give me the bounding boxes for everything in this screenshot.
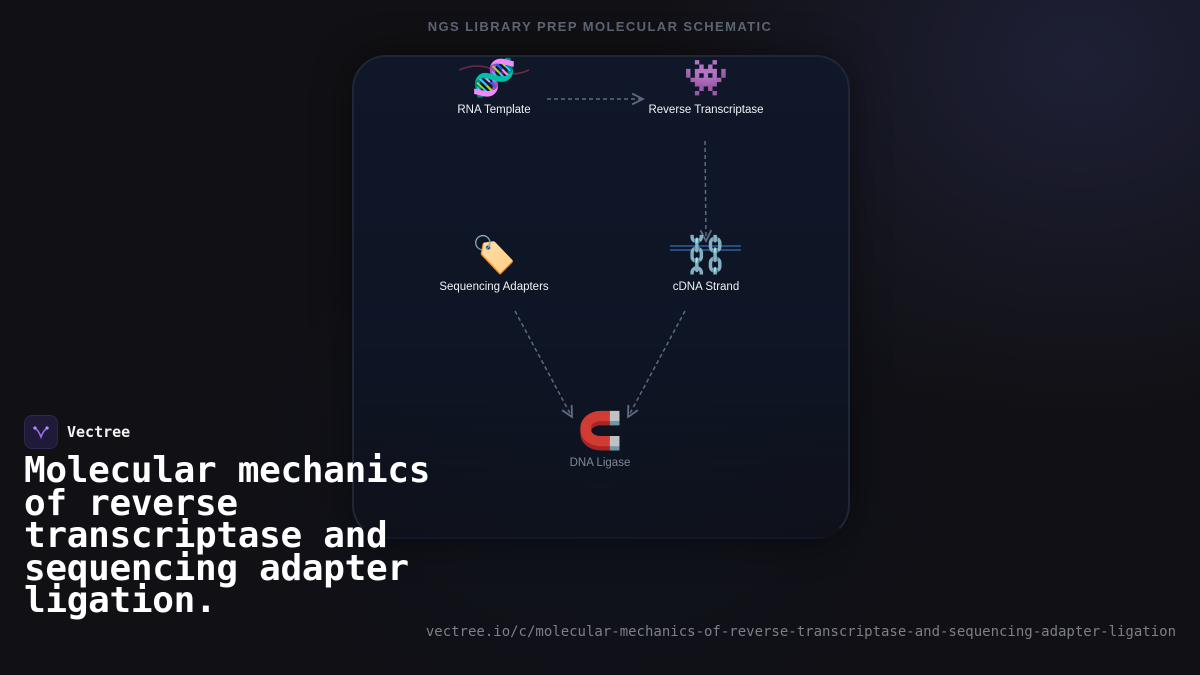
node-rna-template: 🧬 RNA Template xyxy=(404,58,584,116)
vectree-logo-icon xyxy=(24,415,58,449)
page-url[interactable]: vectree.io/c/molecular-mechanics-of-reve… xyxy=(425,624,1176,640)
node-label-cdna-strand: cDNA Strand xyxy=(672,281,740,293)
node-label-rna-template: RNA Template xyxy=(457,104,531,116)
alien-monster-icon: 👾 xyxy=(683,58,729,99)
diagram-caption: NGS LIBRARY PREP MOLECULAR SCHEMATIC xyxy=(427,19,773,34)
brand: Vectree xyxy=(24,415,130,449)
brand-name: Vectree xyxy=(67,423,131,441)
edge-adapters-to-ligase xyxy=(514,310,572,417)
node-dna-ligase: 🧲 DNA Ligase xyxy=(510,411,690,469)
node-label-dna-ligase: DNA Ligase xyxy=(569,457,631,469)
chain-icon: ⛓️ xyxy=(683,235,729,276)
page-title: Molecular mechanics of reverse transcrip… xyxy=(24,450,431,621)
diagram-card xyxy=(352,55,850,539)
dna-icon: 🧬 xyxy=(471,58,517,99)
edge-cdna-to-ligase xyxy=(628,310,686,417)
edge-rt-to-cdna xyxy=(705,140,706,241)
node-cdna-strand: ⛓️ cDNA Strand xyxy=(616,235,796,293)
rna-strand-decoration xyxy=(458,65,530,75)
tag-icon: 🏷️ xyxy=(471,235,517,276)
node-label-sequencing-adapters: Sequencing Adapters xyxy=(439,281,549,293)
node-label-reverse-transcriptase: Reverse Transcriptase xyxy=(648,104,764,116)
node-sequencing-adapters: 🏷️ Sequencing Adapters xyxy=(404,235,584,293)
node-reverse-transcriptase: 👾 Reverse Transcriptase xyxy=(616,58,796,116)
magnet-icon: 🧲 xyxy=(577,411,623,452)
